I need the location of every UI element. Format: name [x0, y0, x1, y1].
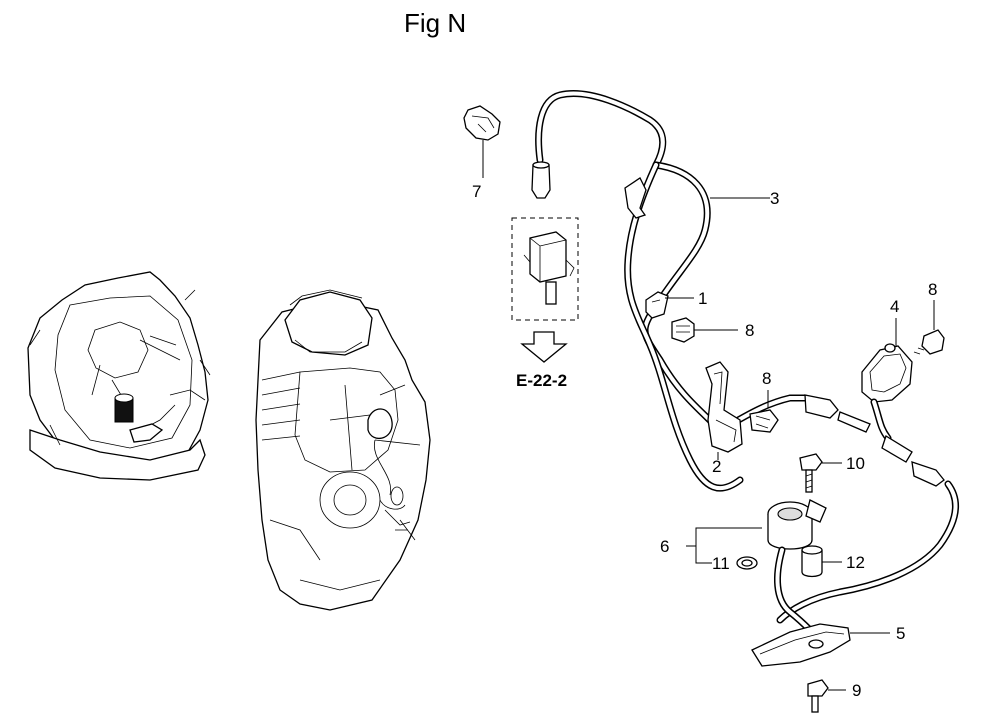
ignition-coil-reference: [511, 217, 579, 363]
part-10-bolt: [799, 453, 842, 493]
callout-10: 10: [846, 454, 865, 473]
callout-4: 4: [890, 297, 899, 316]
part-11-washer: [736, 556, 758, 570]
figure-title: Fig N: [404, 8, 467, 38]
part-5-terminal: [751, 623, 890, 667]
ground-wire: [776, 461, 960, 624]
callout-6: 6: [660, 537, 669, 556]
callout-11: 11: [712, 554, 730, 573]
reference-label: E-22-2: [516, 371, 567, 390]
part-9-bolt: [807, 679, 846, 713]
callout-8-upper: 8: [745, 321, 754, 340]
part-8-bolt-a: [671, 317, 738, 343]
callout-12: 12: [846, 553, 865, 572]
callout-7: 7: [472, 182, 481, 201]
part-7-clip: [463, 105, 501, 178]
callout-2: 2: [712, 457, 721, 476]
part-12-collar: [801, 545, 842, 578]
callout-8-right: 8: [928, 280, 937, 299]
part-8-bolt-c: [913, 300, 945, 355]
callout-5: 5: [896, 624, 905, 643]
part-2-bracket: [705, 361, 779, 460]
callout-3: 3: [770, 189, 779, 208]
part-4-module: [861, 318, 913, 463]
part-6-coil: [686, 499, 827, 634]
callout-8-middle: 8: [762, 369, 771, 388]
engine-block-view: [255, 289, 431, 611]
callout-1: 1: [698, 289, 707, 308]
callout-9: 9: [852, 681, 861, 700]
engine-crankcase-view: [27, 271, 211, 481]
part-1-plate: [645, 291, 694, 319]
